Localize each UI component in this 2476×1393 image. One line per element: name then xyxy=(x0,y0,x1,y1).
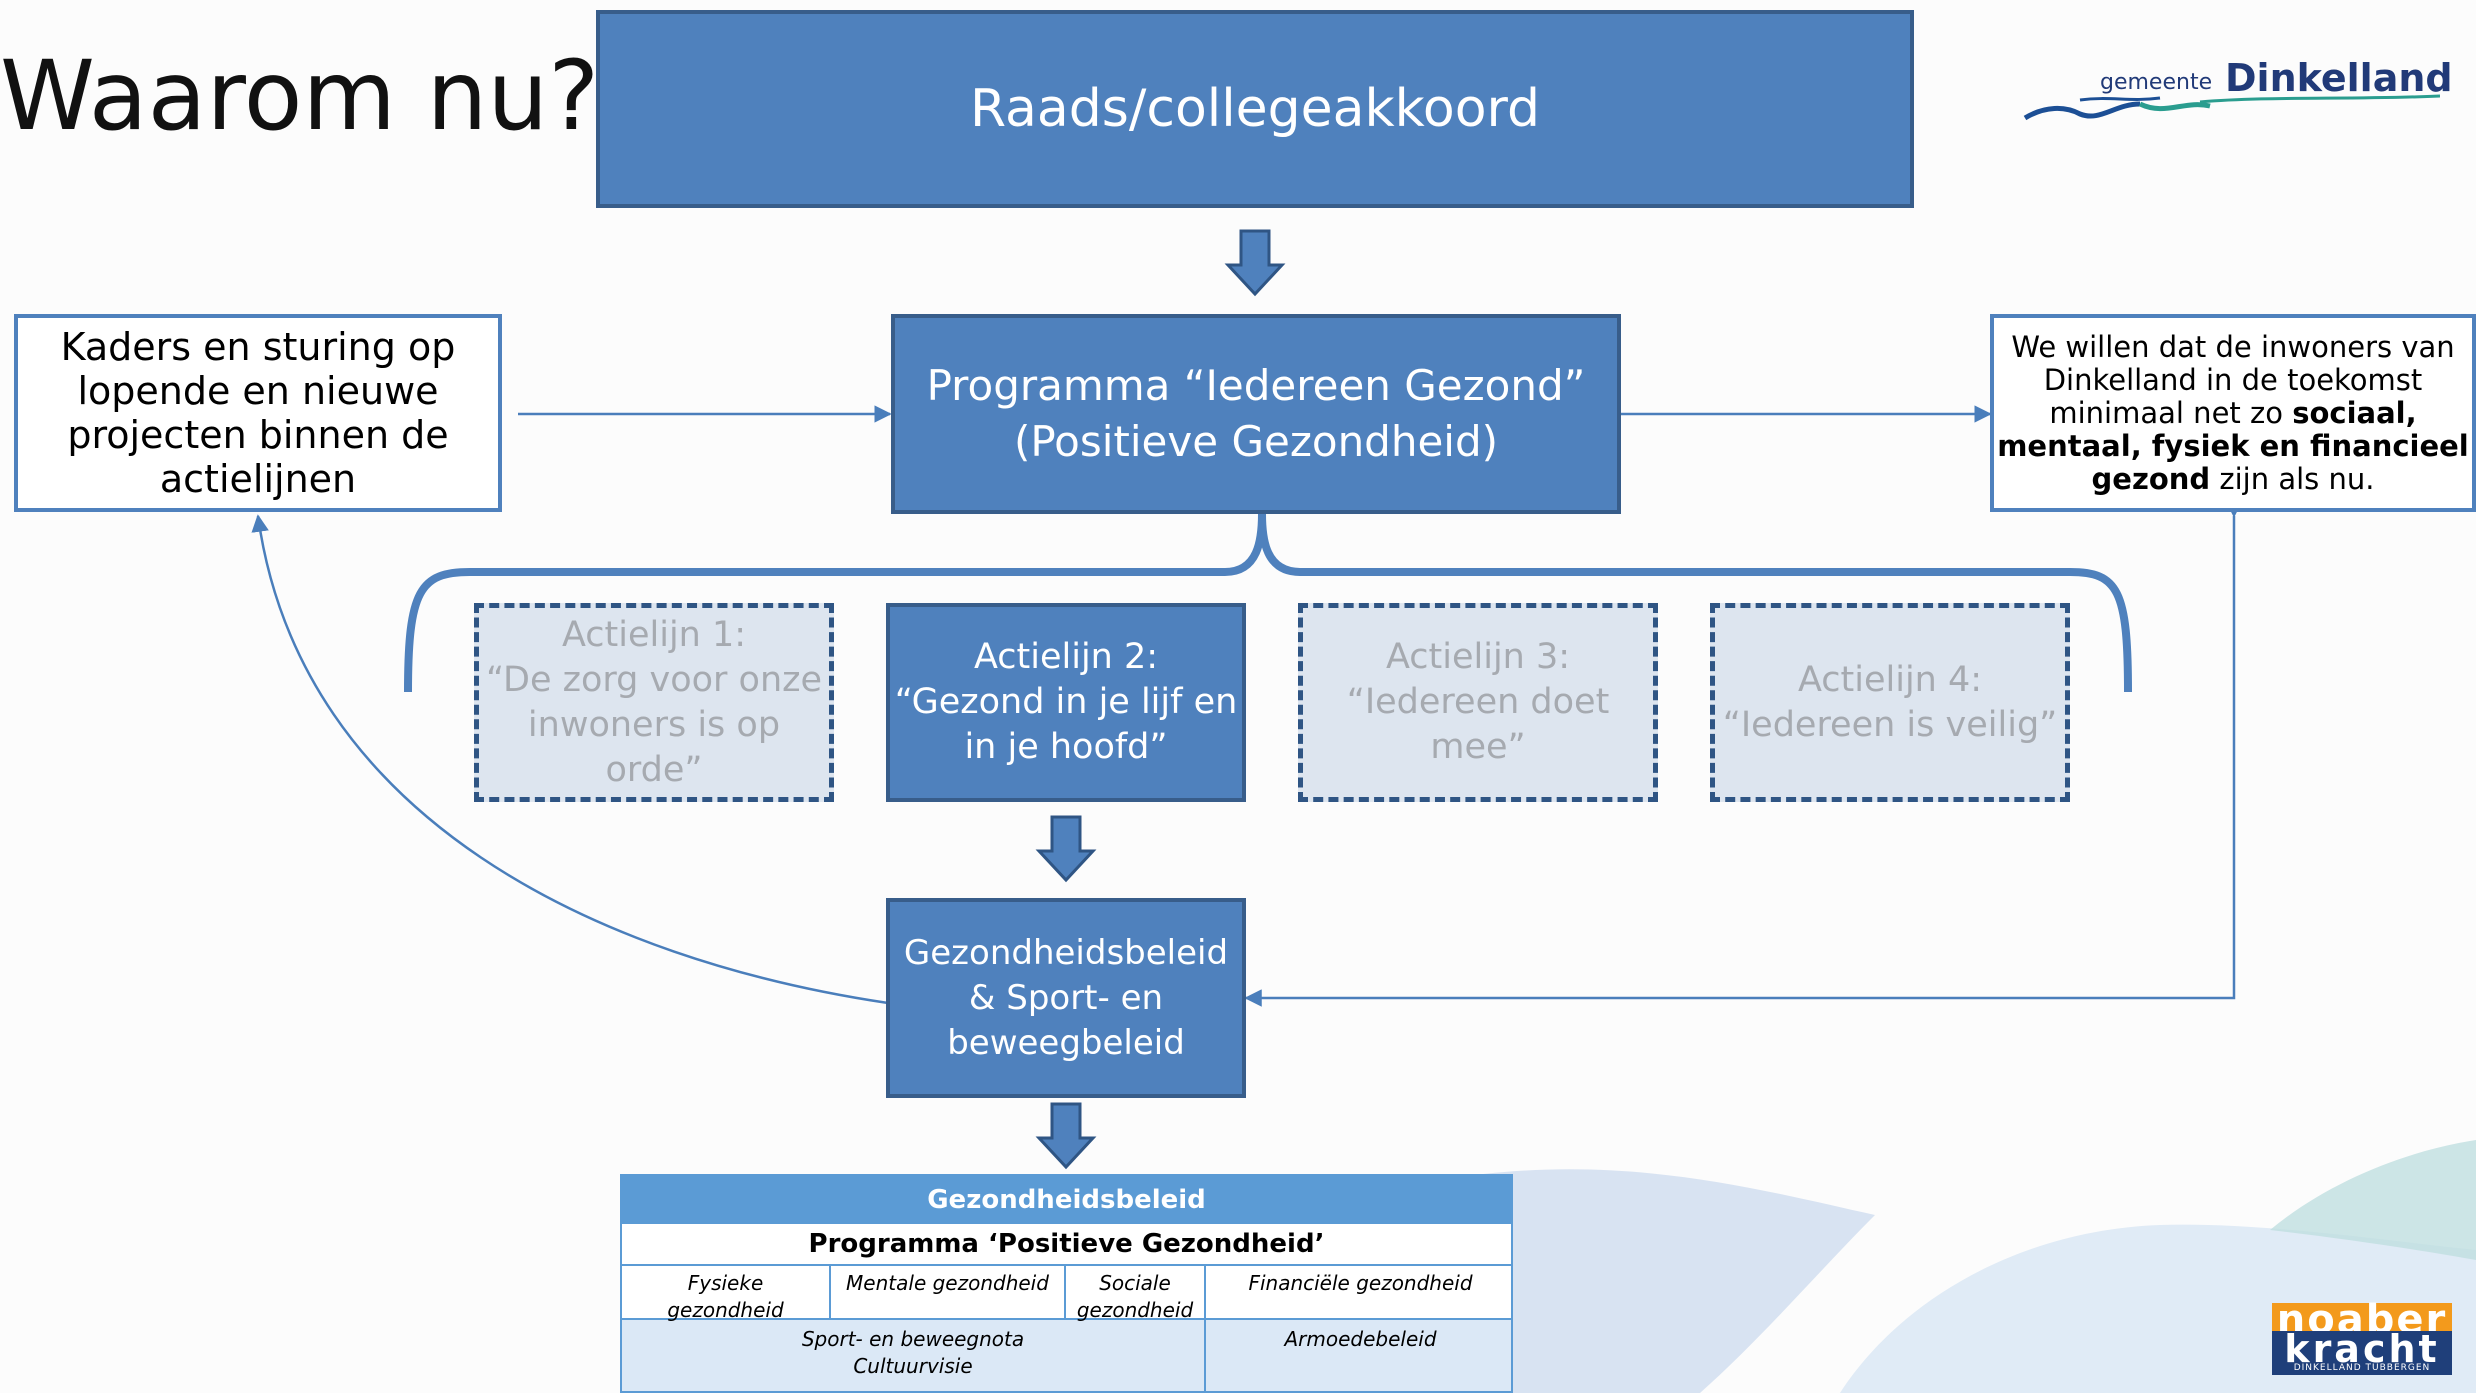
policy-table: Gezondheidsbeleid Programma ‘Positieve G… xyxy=(620,1174,1513,1393)
box-line: inwoners is op orde” xyxy=(527,704,781,790)
box-programma: Programma “Iedereen Gezond” (Positieve G… xyxy=(891,314,1621,514)
connector-doel-beleid xyxy=(1244,500,2243,1007)
table-cell: Armoedebeleid xyxy=(1284,1327,1437,1351)
logo-subtitle: DINKELLAND TUBBERGEN xyxy=(2293,1363,2431,1373)
text-bold: mentaal, fysiek en financieel xyxy=(1997,428,2469,463)
box-label: Raads/collegeakkoord xyxy=(970,79,1540,139)
box-line: Actielijn 4: xyxy=(1797,659,1983,700)
down-arrow xyxy=(1035,1102,1097,1170)
logo-name: Dinkelland xyxy=(2225,56,2453,100)
logo-prefix: gemeente xyxy=(2100,70,2213,95)
box-line: minimaal net zo sociaal, xyxy=(2049,395,2417,430)
table-program-row: Programma ‘Positieve Gezondheid’ xyxy=(622,1224,1511,1266)
text-bold: sociaal, xyxy=(2292,395,2417,430)
box-actielijn-2: Actielijn 2: “Gezond in je lijf en in je… xyxy=(886,603,1246,802)
wave-icon xyxy=(2023,94,2440,121)
box-line: projecten binnen de xyxy=(67,413,449,457)
box-doel: We willen dat de inwoners van Dinkelland… xyxy=(1990,314,2476,512)
box-line: Gezondheidsbeleid xyxy=(903,932,1229,973)
box-line: Actielijn 3: xyxy=(1385,637,1571,677)
box-actielijn-4: Actielijn 4: “Iedereen is veilig” xyxy=(1710,603,2070,802)
box-line: gezond zijn als nu. xyxy=(2091,461,2375,496)
table-cell: Mentale gezondheid xyxy=(831,1266,1066,1320)
table-cell: Sport- en beweegnota Cultuurvisie xyxy=(622,1320,1206,1391)
connector-beleid-kaders xyxy=(251,514,889,1005)
box-line: Kaders en sturing op xyxy=(60,325,456,369)
box-line: “Iedereen is veilig” xyxy=(1722,704,2058,745)
box-line: & Sport- en xyxy=(968,977,1164,1018)
table-cell: Sociale gezondheid xyxy=(1066,1266,1206,1322)
box-line: mentaal, fysiek en financieel xyxy=(1997,428,2469,463)
box-line: beweegbeleid xyxy=(947,1022,1185,1063)
down-arrow xyxy=(1224,229,1286,297)
box-actielijn-1: Actielijn 1: “De zorg voor onze inwoners… xyxy=(474,603,834,802)
box-gezondheidsbeleid: Gezondheidsbeleid & Sport- en beweegbele… xyxy=(886,898,1246,1098)
background-wave xyxy=(2270,1140,2476,1260)
box-line: Programma “Iedereen Gezond” xyxy=(926,361,1586,410)
noaberkracht-logo: noaber kracht DINKELLAND TUBBERGEN xyxy=(2272,1297,2452,1375)
dinkelland-logo: gemeente Dinkelland xyxy=(2020,56,2453,136)
text-bold: gezond xyxy=(2091,461,2211,496)
text-plain: minimaal net zo xyxy=(2049,395,2293,430)
logo-word-bottom: kracht xyxy=(2284,1327,2440,1371)
box-line: mee” xyxy=(1430,727,1526,767)
table-cell: Fysieke gezondheid xyxy=(622,1266,831,1322)
box-line: Dinkelland in de toekomst xyxy=(2043,362,2423,397)
box-kaders: Kaders en sturing op lopende en nieuwe p… xyxy=(14,314,502,512)
logo-bottom-band: kracht DINKELLAND TUBBERGEN xyxy=(2272,1327,2452,1375)
box-line: We willen dat de inwoners van xyxy=(2011,329,2455,364)
table-header: Gezondheidsbeleid xyxy=(622,1176,1511,1224)
background-wave xyxy=(1400,1169,1875,1393)
box-line: in je hoofd” xyxy=(964,727,1168,767)
box-line: “Iedereen doet xyxy=(1346,682,1610,722)
box-line: “De zorg voor onze xyxy=(485,659,823,700)
box-line: “Gezond in je lijf en xyxy=(894,682,1238,722)
text-plain: zijn als nu. xyxy=(2210,461,2375,496)
box-raads-collegeakkoord: Raads/collegeakkoord xyxy=(596,10,1914,208)
down-arrow xyxy=(1035,815,1097,883)
table-cell: Financiële gezondheid xyxy=(1206,1266,1511,1320)
box-line: Actielijn 1: xyxy=(561,614,747,655)
box-actielijn-3: Actielijn 3: “Iedereen doet mee” xyxy=(1298,603,1658,802)
box-line: Actielijn 2: xyxy=(973,637,1159,677)
slide-title: Waarom nu? xyxy=(0,40,600,152)
box-line: (Positieve Gezondheid) xyxy=(1013,417,1499,466)
box-line: actielijnen xyxy=(159,457,357,501)
box-line: lopende en nieuwe xyxy=(77,369,439,413)
